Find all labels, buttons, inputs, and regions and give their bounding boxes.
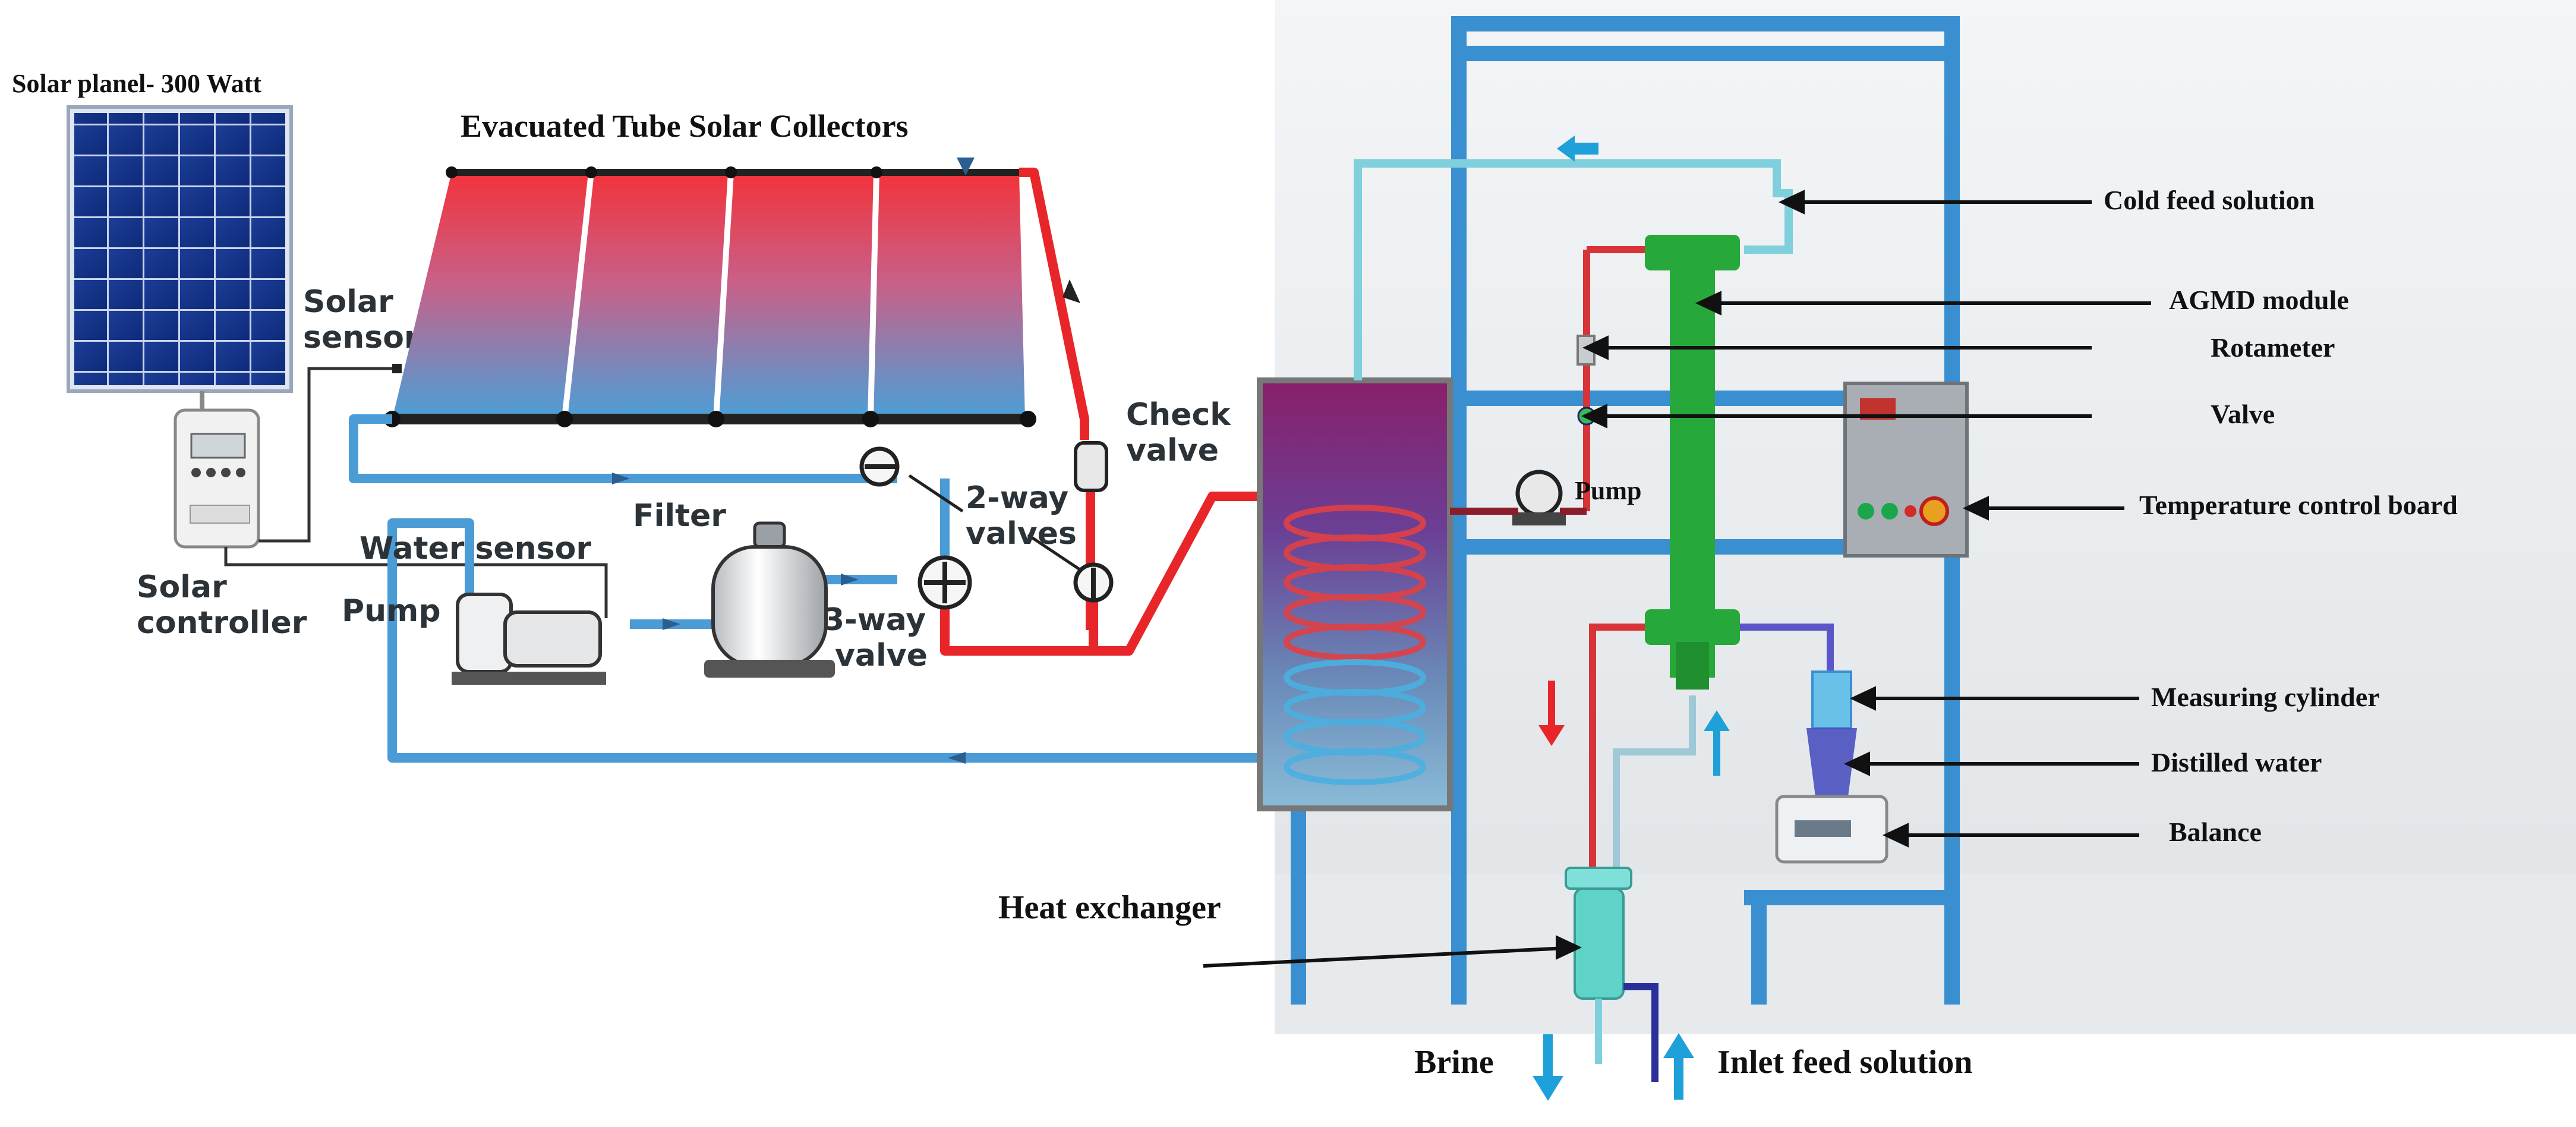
feed-return-pipe [1613, 695, 1696, 874]
flow-arrow-icon [1557, 136, 1598, 162]
flow-arrow-icon [612, 473, 630, 484]
three-way-valve-label-2: valve [835, 638, 928, 673]
pump-right-label: Pump [1575, 476, 1641, 505]
water-sensor-wire [224, 547, 608, 618]
balance [1775, 795, 1888, 864]
temp-board-label: Temperature control board [2139, 490, 2458, 520]
flow-arrow-icon [663, 618, 680, 630]
inlet-feed-label: Inlet feed solution [1717, 1044, 1972, 1081]
three-way-valve-label-1: 3-way [823, 602, 926, 638]
two-way-valve-right [1073, 562, 1114, 603]
measuring-cylinder-label: Measuring cylinder [2151, 682, 2380, 712]
solar-controller-label-2: controller [137, 605, 307, 641]
distilled-water-label: Distilled water [2151, 747, 2322, 777]
hot-water-tank [1257, 377, 1453, 811]
filter-label: Filter [633, 498, 726, 534]
flow-arrow-icon [1704, 710, 1730, 776]
temperature-control-board [1843, 382, 1969, 558]
inlet-feed-pipe [1623, 983, 1659, 1082]
solar-field: Solar planel- 300 Watt Solar controller … [12, 69, 1278, 764]
solar-sensor-label-1: Solar [303, 284, 393, 320]
check-valve [1074, 441, 1108, 492]
rotameter-label: Rotameter [2211, 332, 2335, 363]
solar-controller [174, 408, 260, 549]
solar-controller-label-1: Solar [137, 569, 227, 605]
solar-panel-label: Solar planel- 300 Watt [12, 69, 261, 98]
solar-panel [67, 105, 293, 410]
valve-label: Valve [2211, 399, 2275, 429]
callouts [1203, 190, 2151, 968]
agmd-rig: Pump [1257, 0, 2576, 1082]
distillate-pipe [1740, 624, 1834, 672]
heat-exchanger [1565, 867, 1632, 1000]
hot-water-loop [940, 168, 1260, 656]
filter [704, 521, 835, 678]
feed-pump [1450, 470, 1587, 525]
three-way-valve [917, 555, 972, 610]
check-valve-label-2: valve [1126, 433, 1219, 468]
brine-label: Brine [1414, 1044, 1494, 1081]
check-valve-label-1: Check [1126, 397, 1231, 433]
solar-sensor-label-2: sensor [303, 320, 420, 355]
flow-arrow-icon [957, 158, 975, 175]
flow-arrow-icon [1538, 681, 1565, 746]
measuring-cylinder [1806, 670, 1857, 797]
two-way-valves-label-2: valves [966, 516, 1077, 552]
cold-feed-label: Cold feed solution [2104, 185, 2315, 215]
heat-exchanger-label: Heat exchanger [998, 889, 1221, 926]
leader-line [908, 474, 964, 513]
agmd-label: AGMD module [2169, 285, 2349, 315]
pump-left-label: Pump [342, 593, 441, 629]
solar-sensor-wire [258, 367, 398, 543]
agmd-module [1645, 235, 1740, 690]
two-way-valve-top [859, 446, 900, 487]
water-sensor-label: Water sensor [360, 531, 591, 566]
leader-line [1027, 533, 1083, 572]
flow-arrow-icon [841, 574, 859, 585]
cold-feed-pipe [1354, 159, 1793, 380]
brine-arrow-icon [1533, 1034, 1563, 1101]
flow-arrow-icon [1062, 279, 1080, 303]
flow-arrow-icon [948, 752, 966, 764]
collectors-label: Evacuated Tube Solar Collectors [461, 108, 909, 144]
two-way-valves-label-1: 2-way [966, 480, 1068, 516]
evacuated-tube-collectors [384, 166, 1036, 427]
return-hot-pipe [1589, 624, 1645, 874]
circulation-pump-left [452, 593, 606, 685]
balance-label: Balance [2169, 817, 2262, 847]
inlet-arrow-icon [1663, 1033, 1694, 1100]
